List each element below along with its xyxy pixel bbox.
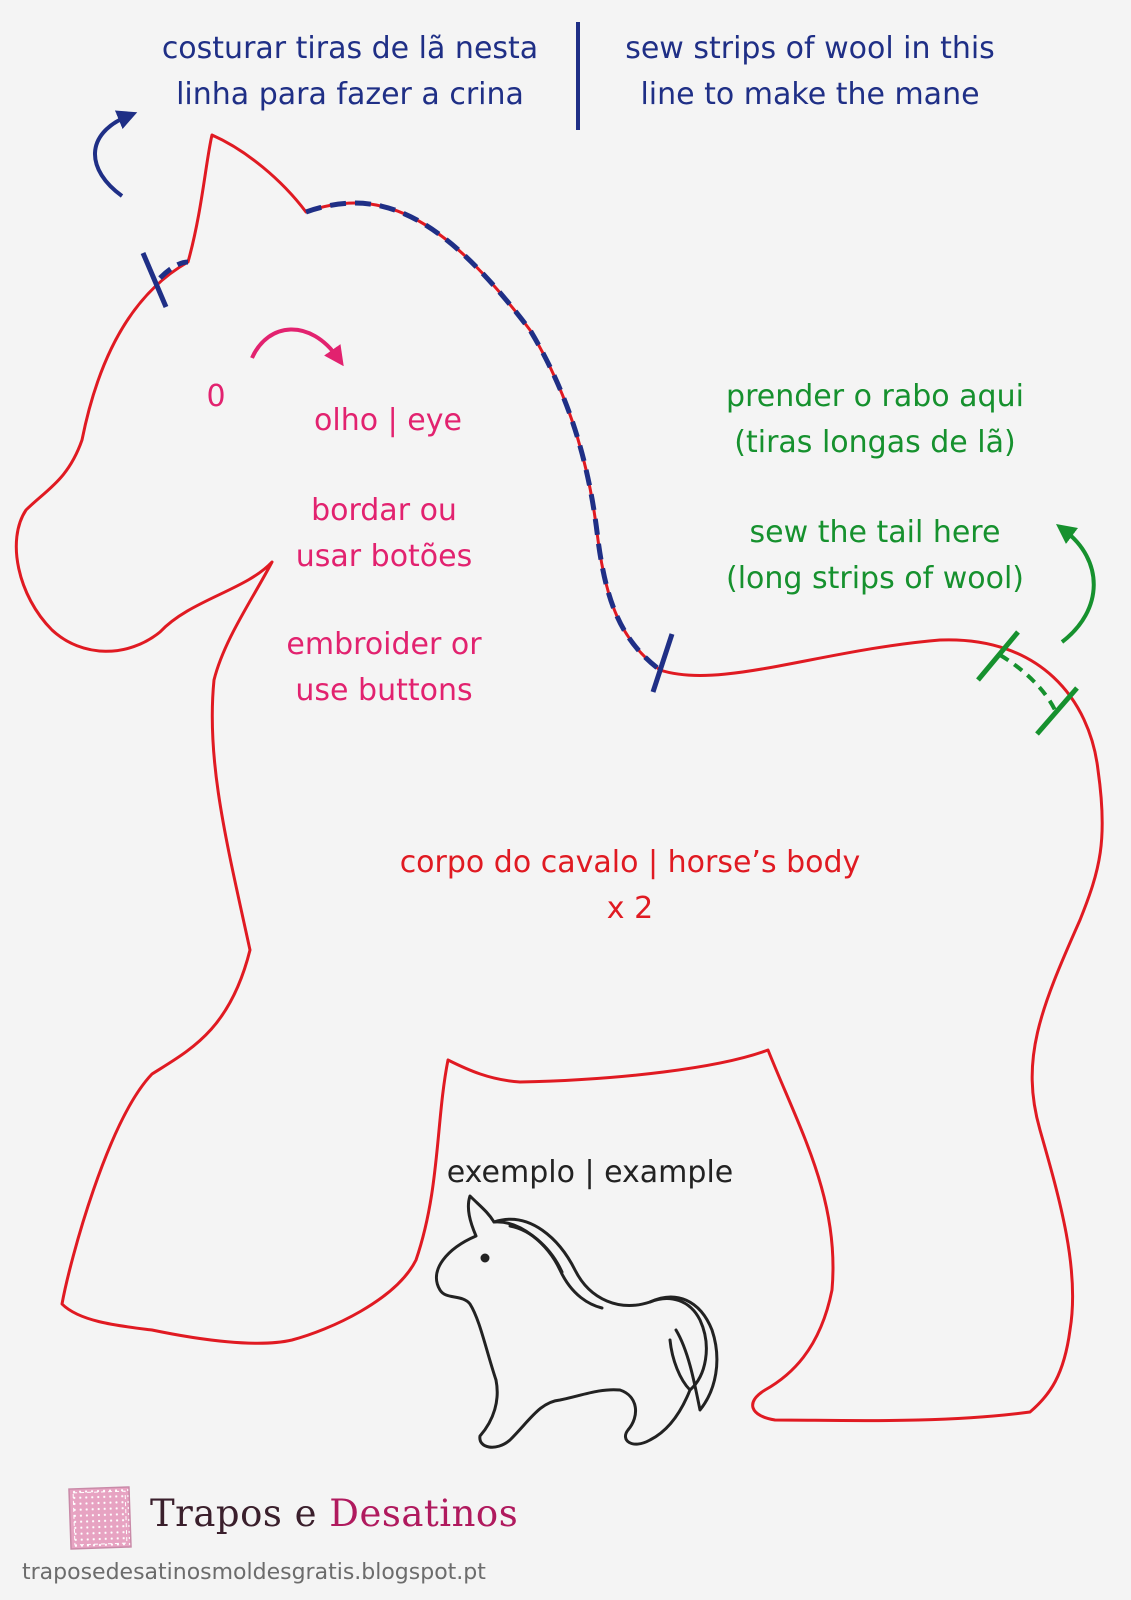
tail-start-tick [976,630,1020,682]
eye-pt-line1: bordar ou [311,493,457,528]
tail-pt-line2: (tiras longas de lã) [734,425,1016,460]
tail-instructions-en: sew the tail here (long strips of wool) [690,510,1060,602]
mane-en-line1: sew strips of wool in this [625,31,995,66]
horse-body-outline [14,133,1104,1423]
brand-url[interactable]: traposedesatinosmoldesgratis.blogspot.pt [22,1560,486,1585]
tail-pt-line1: prender o rabo aqui [726,379,1024,414]
mane-instructions-pt: costurar tiras de lã nesta linha para fa… [140,26,560,118]
example-label: exemplo | example [446,1155,734,1190]
mane-en-line2: line to make the mane [640,77,980,112]
eye-instructions-pt: bordar ou usar botões [264,488,504,580]
mane-dashes-neck [305,200,662,672]
eye-en-line2: use buttons [295,673,473,708]
eye-marker: 0 [206,379,226,414]
mane-arrow-icon [93,110,138,198]
brand-name-part2: Desatinos [329,1492,519,1535]
tail-en-line2: (long strips of wool) [726,561,1024,596]
mane-start-tick [140,252,169,308]
tail-end-tick [1035,686,1079,736]
mane-pt-line1: costurar tiras de lã nesta [161,31,539,66]
eye-label: olho | eye [314,403,462,438]
eye-arrow-icon [250,327,344,367]
mane-end-tick [650,633,675,693]
body-label-text: corpo do cavalo | horse’s body [399,845,861,880]
tail-sewing-line [998,653,1057,711]
example-horse-drawing [434,1194,719,1449]
logo-fabric-icon [68,1486,132,1550]
body-label: corpo do cavalo | horse’s body x 2 [360,840,900,932]
brand-name: Trapos e Desatinos [150,1492,518,1535]
mane-pt-line2: linha para fazer a crina [176,77,524,112]
eye-pt-line2: usar botões [295,539,473,574]
eye-en-line1: embroider or [286,627,482,662]
mane-dashes-head [158,259,189,280]
tail-instructions-pt: prender o rabo aqui (tiras longas de lã) [690,374,1060,466]
eye-instructions-en: embroider or use buttons [264,622,504,714]
body-quantity: x 2 [606,891,654,926]
mane-instructions-en: sew strips of wool in this line to make … [600,26,1020,118]
tail-arrow-icon [1056,523,1096,644]
tail-en-line1: sew the tail here [749,515,1001,550]
brand-name-part1: Trapos e [150,1492,330,1535]
